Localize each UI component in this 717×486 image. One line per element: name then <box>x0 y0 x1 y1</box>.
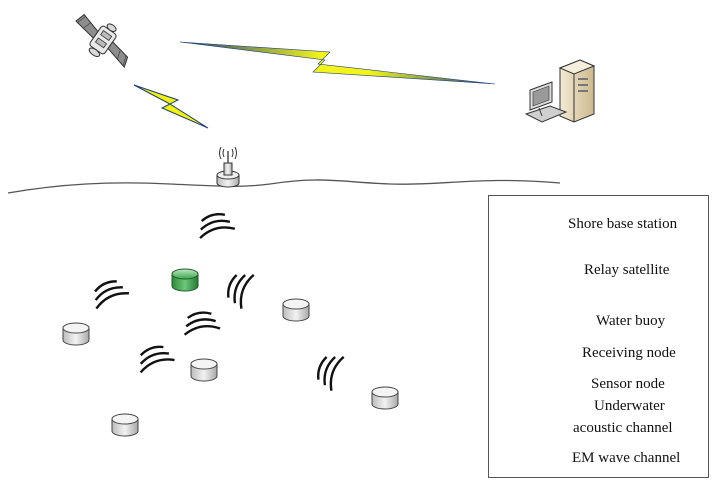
water-surface-line <box>7 179 561 194</box>
acoustic-wave-icon <box>222 267 255 310</box>
legend-label-acoustic-channel: acoustic channel <box>573 420 673 436</box>
legend-box <box>488 195 709 478</box>
satellite-icon <box>65 5 141 75</box>
sensor-node-icon <box>190 358 218 382</box>
sensor-node-icon <box>111 413 139 437</box>
buoy-icon <box>216 146 240 188</box>
acoustic-wave-icon <box>193 209 237 240</box>
acoustic-wave-icon <box>132 340 176 374</box>
receiving-node-icon <box>171 268 199 292</box>
acoustic-wave-icon <box>87 274 131 310</box>
legend-label-sensor-node: Sensor node <box>591 376 665 392</box>
acoustic-wave-icon <box>180 308 222 336</box>
em-wave-link-satellite-station <box>179 41 496 85</box>
computer-icon <box>525 59 595 123</box>
sensor-node-icon <box>282 298 310 322</box>
em-wave-link-satellite-buoy <box>133 84 209 129</box>
legend-label-water-buoy: Water buoy <box>596 313 666 329</box>
legend-label-em-wave-channel: EM wave channel <box>572 450 681 466</box>
acoustic-wave-icon <box>312 349 345 392</box>
legend-label-underwater: Underwater <box>594 398 665 414</box>
sensor-node-icon <box>62 322 90 346</box>
legend-label-shore-base-station: Shore base station <box>568 216 678 232</box>
legend-label-relay-satellite: Relay satellite <box>584 262 670 278</box>
sensor-node-icon <box>371 386 399 410</box>
legend-label-receiving-node: Receiving node <box>582 345 676 361</box>
